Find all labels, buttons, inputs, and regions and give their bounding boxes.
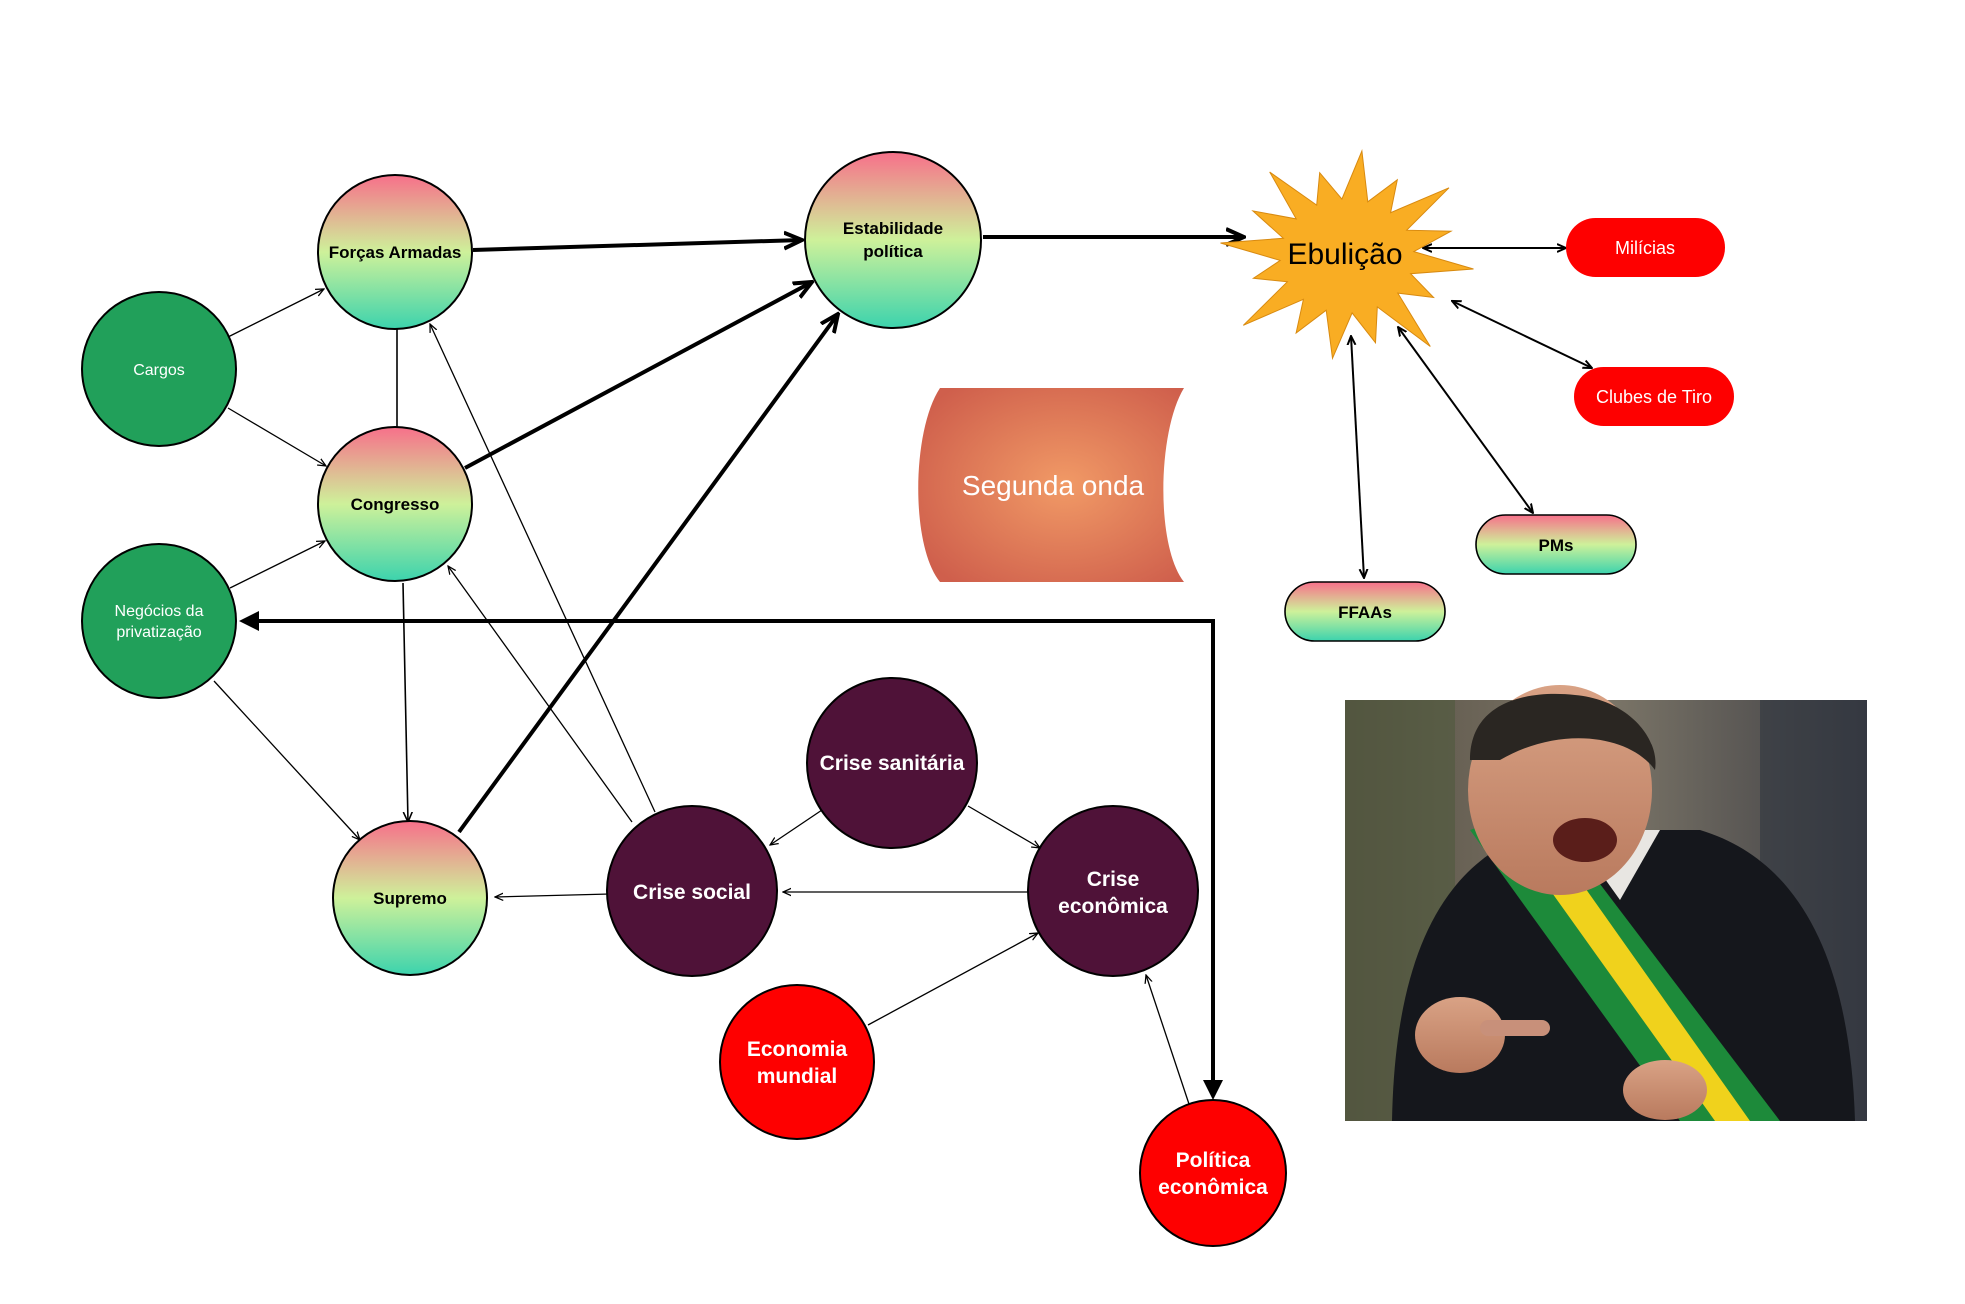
label-milicias: Milícias	[1615, 238, 1675, 258]
edge-ebulicao-ffaas	[1351, 336, 1364, 578]
edge-cargos-forcas	[227, 289, 324, 338]
label-estabilidade-line2: política	[863, 242, 923, 261]
label-congresso: Congresso	[351, 495, 440, 514]
edge-ebulicao-clubes	[1452, 301, 1592, 368]
node-cargos[interactable]: Cargos	[81, 291, 237, 447]
edge-mundial-economica	[867, 933, 1038, 1026]
edge-sanitaria-social	[770, 809, 823, 845]
label-pms: PMs	[1539, 536, 1574, 555]
node-milicias[interactable]: Milícias	[1566, 218, 1725, 277]
label-economia-mundial-line2: mundial	[757, 1065, 838, 1088]
label-crise-economica-line2: econômica	[1058, 895, 1168, 918]
edge-sanitaria-economica	[967, 805, 1040, 848]
node-crise-social[interactable]: Crise social	[606, 805, 778, 977]
node-economia-mundial[interactable]: Economia mundial	[719, 984, 875, 1140]
edge-cargos-congresso	[227, 407, 326, 466]
edge-congresso-supremo	[402, 582, 408, 822]
label-negocios-line2: privatização	[116, 624, 201, 641]
label-segunda-onda: Segunda onda	[962, 470, 1145, 501]
label-clubes-de-tiro: Clubes de Tiro	[1596, 387, 1712, 407]
label-forcas-armadas: Forças Armadas	[329, 243, 462, 262]
node-pms[interactable]: PMs	[1475, 514, 1637, 575]
node-segunda-onda[interactable]: Segunda onda	[918, 388, 1184, 582]
edge-politica-negocios	[239, 611, 1223, 1100]
edges	[213, 237, 1592, 1105]
label-crise-social: Crise social	[633, 881, 751, 904]
node-ebulicao[interactable]: Ebulição	[1220, 149, 1474, 361]
label-ffaas: FFAAs	[1338, 603, 1392, 622]
edge-politica-economica	[1146, 975, 1190, 1105]
node-forcas-armadas[interactable]: Forças Armadas	[317, 174, 473, 330]
edge-negocios-congresso	[229, 541, 325, 589]
edge-supremo-estabilidade	[457, 314, 838, 834]
node-estabilidade-politica[interactable]: Estabilidade política	[804, 151, 982, 329]
label-crise-sanitaria: Crise sanitária	[820, 752, 965, 775]
edge-crisesocial-congresso	[448, 566, 633, 823]
label-ebulicao: Ebulição	[1287, 238, 1402, 271]
edge-negocios-supremo	[213, 680, 360, 840]
node-crise-economica[interactable]: Crise econômica	[1027, 805, 1199, 977]
edge-forcas-estabilidade	[472, 240, 802, 252]
label-economia-mundial-line1: Economia	[747, 1038, 848, 1061]
node-crise-sanitaria[interactable]: Crise sanitária	[806, 677, 978, 849]
node-congresso[interactable]: Congresso	[317, 426, 473, 582]
photo	[1345, 685, 1867, 1121]
node-clubes-de-tiro[interactable]: Clubes de Tiro	[1574, 367, 1734, 426]
edge-ebulicao-pms	[1398, 327, 1533, 513]
node-politica-economica[interactable]: Política econômica	[1139, 1099, 1287, 1247]
label-cargos: Cargos	[133, 362, 185, 379]
edge-crisesocial-forcas	[430, 324, 656, 813]
node-ffaas[interactable]: FFAAs	[1284, 581, 1446, 642]
label-estabilidade-line1: Estabilidade	[843, 219, 943, 238]
ebulicao-star-shape	[1220, 149, 1474, 361]
node-negocios-privatizacao[interactable]: Negócios da privatização	[81, 543, 237, 699]
label-politica-economica-line1: Política	[1176, 1149, 1251, 1172]
node-supremo[interactable]: Supremo	[332, 820, 488, 976]
label-crise-economica-line1: Crise	[1087, 868, 1140, 891]
label-politica-economica-line2: econômica	[1158, 1176, 1268, 1199]
edge-congresso-estabilidade	[464, 282, 812, 470]
label-negocios-line1: Negócios da	[115, 603, 204, 620]
edge-crisesocial-supremo	[495, 894, 611, 897]
label-supremo: Supremo	[373, 889, 447, 908]
